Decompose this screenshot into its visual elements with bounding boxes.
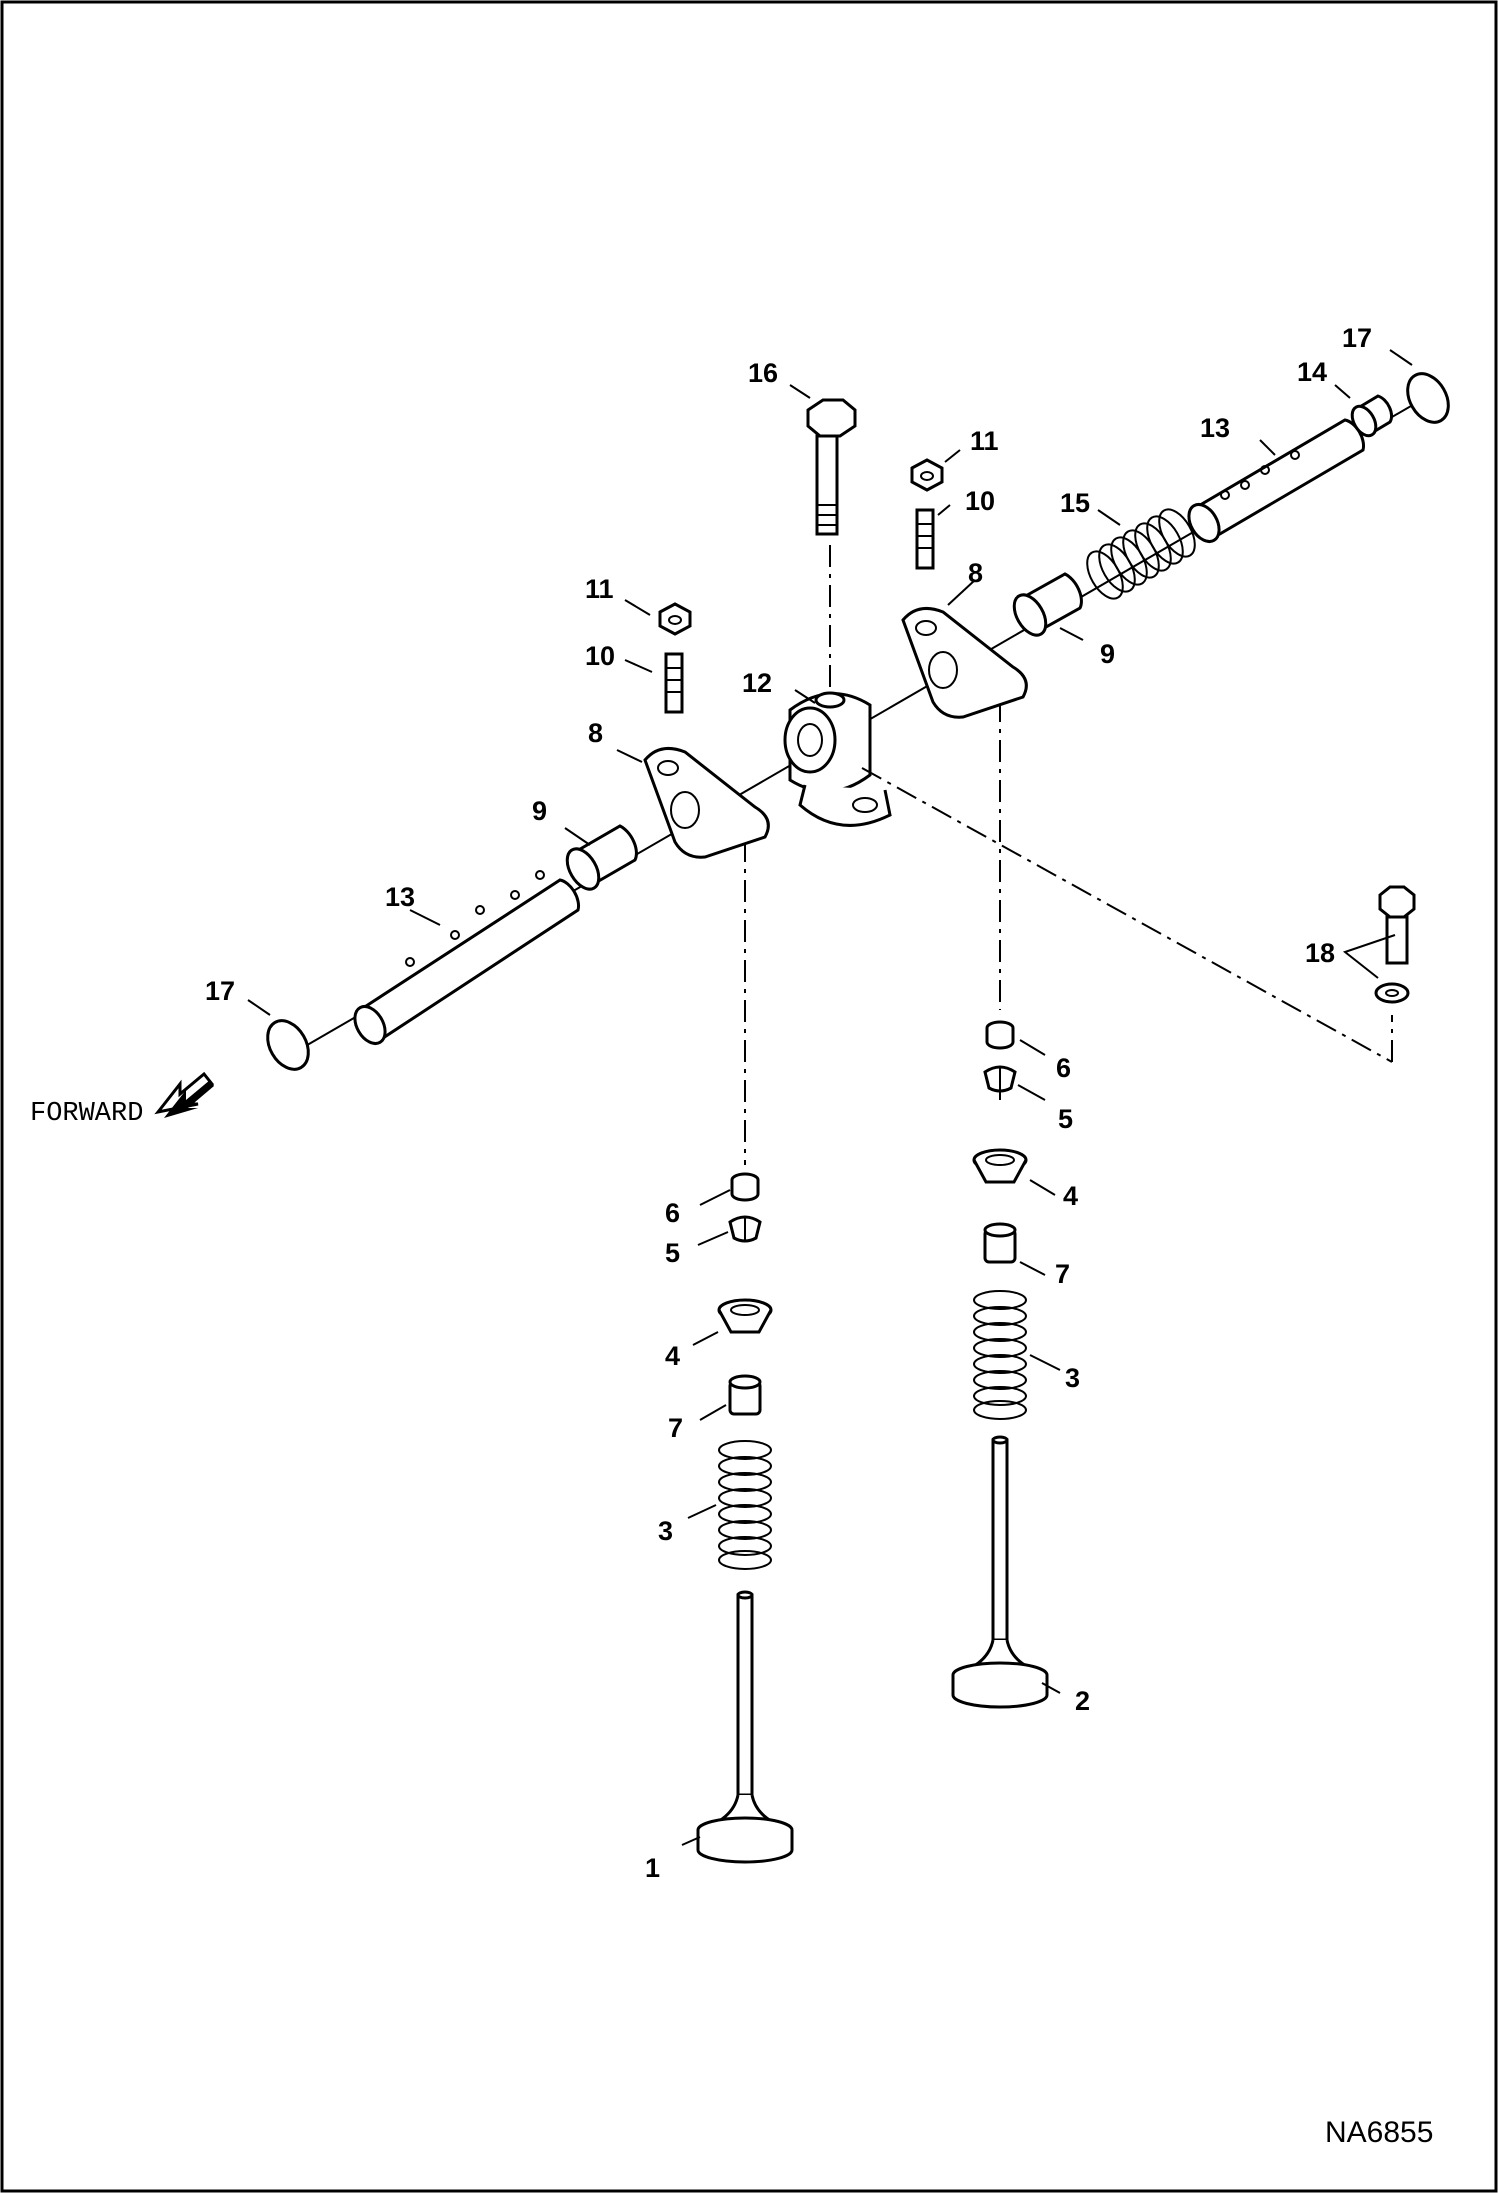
callout-17-right: 17 (1342, 323, 1372, 353)
callout-14: 14 (1297, 357, 1327, 387)
callout-1: 1 (645, 1853, 660, 1883)
callout-11-right: 11 (970, 426, 999, 456)
callout-9-left: 9 (532, 796, 547, 826)
callout-6-right: 6 (1056, 1053, 1071, 1083)
callout-17-left: 17 (205, 976, 235, 1006)
left-valve-stack (696, 840, 794, 1864)
leader-lines (247, 349, 1413, 1846)
callout-9-right: 9 (1100, 639, 1115, 669)
callout-8-left: 8 (588, 718, 603, 748)
right-valve-stack (951, 700, 1049, 1709)
callout-5-right: 5 (1058, 1104, 1073, 1134)
callout-3-right: 3 (1065, 1363, 1080, 1393)
callout-7-left: 7 (668, 1413, 683, 1443)
forward-indicator: FORWARD (30, 1071, 215, 1129)
callout-3-left: 3 (658, 1516, 673, 1546)
callout-12: 12 (742, 668, 772, 698)
callout-5-left: 5 (665, 1238, 680, 1268)
drawing-reference: NA6855 (1325, 2116, 1433, 2149)
callout-4-left: 4 (665, 1341, 680, 1371)
callout-18: 18 (1305, 938, 1335, 968)
callout-15: 15 (1060, 488, 1090, 518)
forward-arrow-icon (154, 1071, 215, 1118)
callout-16: 16 (748, 358, 778, 388)
forward-label: FORWARD (30, 1099, 143, 1129)
callout-6-left: 6 (665, 1198, 680, 1228)
callout-7-right: 7 (1055, 1259, 1070, 1289)
rocker-shaft-assembly (266, 372, 1450, 1071)
callout-8-right: 8 (968, 558, 983, 588)
bolt-and-washer-18 (1374, 885, 1416, 1004)
callout-11-left: 11 (585, 574, 614, 604)
callout-2: 2 (1075, 1686, 1090, 1716)
callout-4-right: 4 (1063, 1181, 1078, 1211)
callout-numbers: 1 2 3 3 4 4 5 5 6 6 7 7 8 8 9 9 10 10 11… (205, 323, 1372, 1883)
callout-10-right: 10 (965, 486, 995, 516)
callout-13-right: 13 (1200, 413, 1230, 443)
callout-13-left: 13 (385, 882, 415, 912)
callout-10-left: 10 (585, 641, 615, 671)
